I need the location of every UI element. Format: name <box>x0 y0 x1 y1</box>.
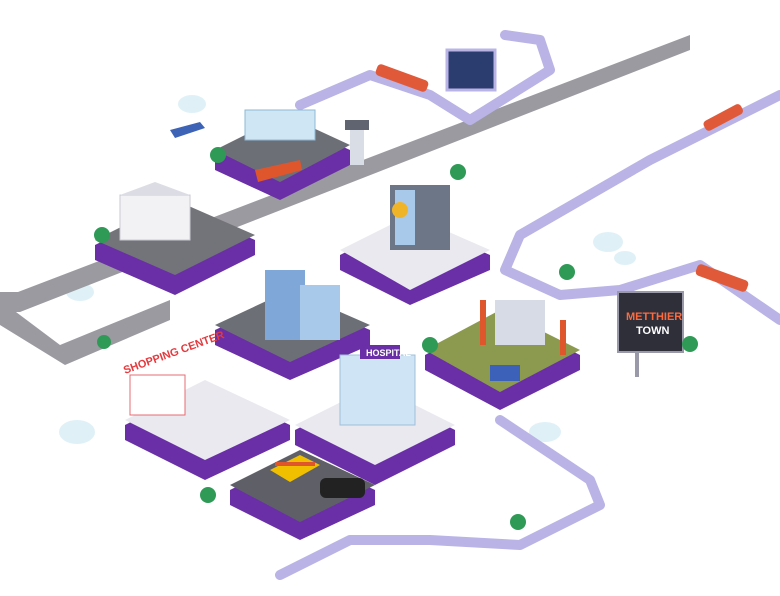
hospital-block: HOSPITAL <box>295 345 455 485</box>
shopping-center-sign: SHOPPING CENTER <box>122 329 226 377</box>
parking-block <box>230 450 375 540</box>
car-icon <box>320 478 365 498</box>
solar-panel-icon <box>490 365 520 381</box>
airplane-icon <box>170 122 205 138</box>
monorail-track <box>275 30 780 580</box>
train-icon <box>375 64 749 292</box>
airplane-icon <box>255 160 302 182</box>
tree-icon <box>94 147 698 530</box>
hospital-sign: HOSPITAL <box>366 348 411 358</box>
billboard-line1: METTHIER <box>626 311 682 323</box>
bitcoin-icon <box>392 202 408 218</box>
bank-block <box>340 185 490 305</box>
airport-block <box>170 109 369 200</box>
billboard-metthier: METTHIER TOWN <box>617 291 684 377</box>
factory-block <box>425 300 580 410</box>
billboard-line2: TOWN <box>636 325 669 337</box>
billboard-top <box>445 48 497 92</box>
government-block <box>95 182 255 295</box>
office-block <box>215 270 370 380</box>
barrier-gate-icon <box>275 462 315 466</box>
